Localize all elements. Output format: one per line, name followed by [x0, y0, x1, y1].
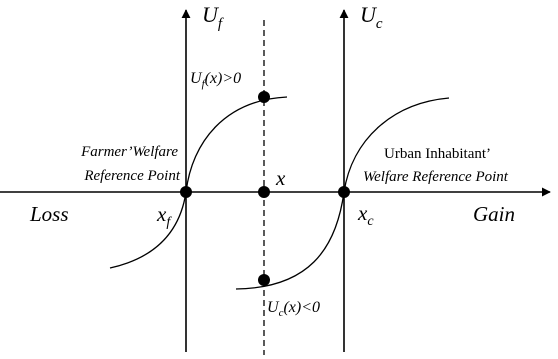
farmer-reference-line1: Farmer’Welfare	[80, 144, 178, 160]
uc-axis-label: Uc	[360, 2, 383, 32]
xf-label: xf	[156, 202, 172, 230]
farmer-reference-line2: Reference Point	[83, 168, 180, 184]
uc-negative-annotation: Uc(x)<0	[267, 299, 320, 319]
x-label: x	[275, 166, 286, 190]
xf-point	[180, 186, 192, 198]
gain-label: Gain	[473, 202, 515, 226]
loss-label: Loss	[29, 202, 69, 226]
urban-reference-line1: Urban Inhabitant’	[384, 146, 491, 162]
xc-label: xc	[357, 201, 374, 229]
xc-point	[338, 186, 350, 198]
uc-negative-point	[258, 274, 270, 286]
uf-axis-label: Uf	[202, 2, 224, 32]
x-point	[258, 186, 270, 198]
urban-reference-line2: Welfare Reference Point	[363, 169, 509, 185]
uf-positive-annotation: Uf(x)>0	[190, 70, 241, 90]
uf-positive-point	[258, 91, 270, 103]
